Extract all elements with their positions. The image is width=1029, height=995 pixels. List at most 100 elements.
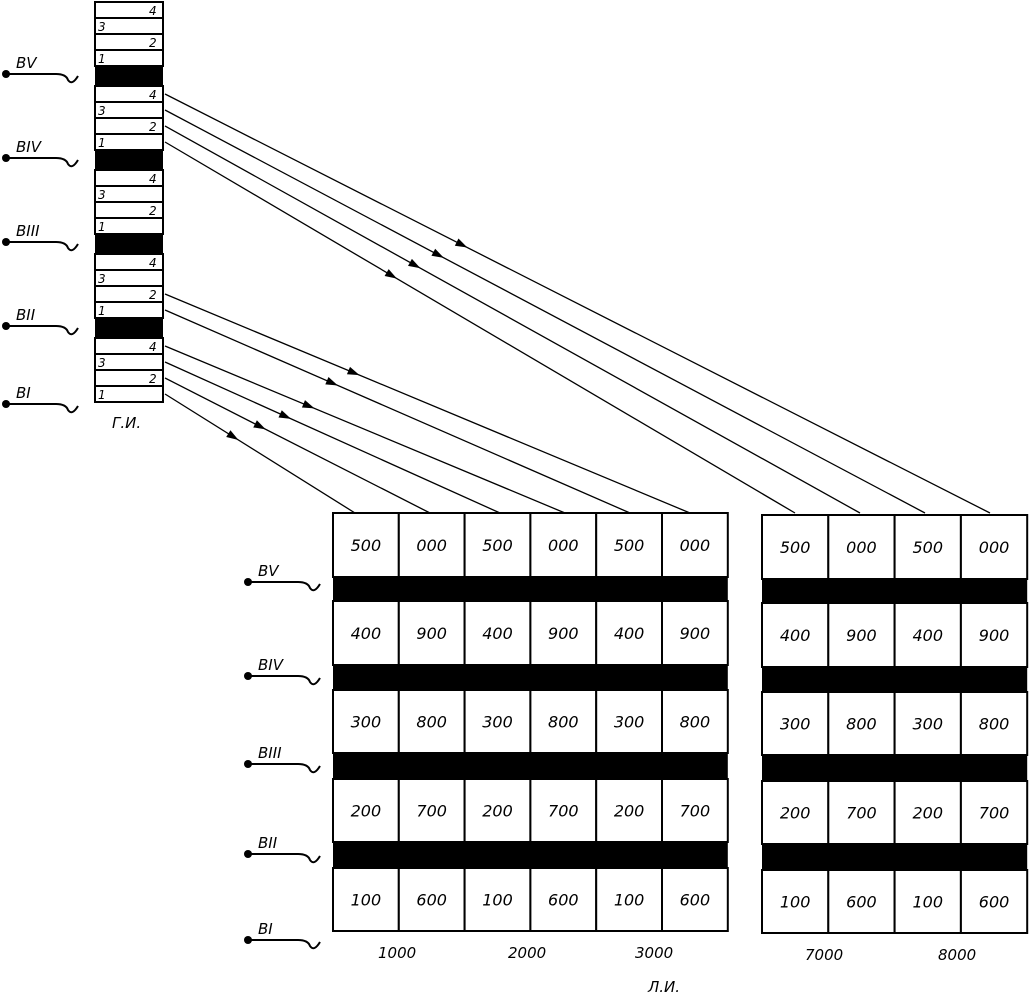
separator-bar (95, 318, 163, 338)
slot-number: 2 (149, 372, 157, 386)
cell-value: 600 (846, 893, 877, 912)
slot-number: 1 (98, 52, 106, 66)
drum-cell (595, 689, 664, 754)
thousand-label: 1000 (378, 944, 416, 962)
generator-bus-wire-icon (6, 241, 79, 252)
drum-cell (761, 514, 830, 580)
cell-value: 400 (614, 624, 645, 643)
connection-line (164, 377, 431, 514)
cell-value: 800 (416, 713, 447, 732)
generator-label: Г.И. (112, 414, 141, 432)
cell-value: 800 (979, 715, 1010, 734)
cell-value: 800 (680, 713, 711, 732)
connection-line (164, 361, 501, 514)
separator-bar (762, 755, 1028, 781)
separator-bar (333, 665, 728, 690)
cell-value: 200 (482, 802, 513, 821)
cell-value: 200 (912, 804, 943, 823)
cell-value: 300 (912, 715, 943, 734)
cell-value: 100 (614, 891, 645, 910)
slot-number: 4 (149, 340, 157, 354)
cell-value: 300 (614, 713, 645, 732)
drum-cell (529, 867, 598, 932)
slot-number: 3 (98, 20, 106, 34)
drum-bus-label: BII (258, 834, 278, 852)
cell-value: 700 (979, 804, 1010, 823)
slot-number: 2 (149, 288, 157, 302)
separator-bar (333, 753, 728, 779)
drum-cell (463, 689, 532, 754)
cell-value: 000 (416, 536, 447, 555)
drum-cell (827, 514, 896, 580)
drum-cell (661, 778, 729, 843)
drum-cell (959, 602, 1029, 668)
drum-cell (397, 778, 466, 843)
cell-value: 900 (416, 624, 447, 643)
slot-number: 3 (98, 272, 106, 286)
cell-value: 400 (482, 624, 513, 643)
slot-number: 2 (149, 120, 157, 134)
drum-bus-wire-icon (248, 763, 321, 774)
drum-bus-wire-icon (248, 939, 321, 950)
thousand-label: 8000 (938, 946, 976, 964)
connection-line (164, 393, 356, 514)
cell-value: 200 (614, 802, 645, 821)
cell-value: 700 (680, 802, 711, 821)
connection-line (164, 125, 861, 514)
line-drum-label: Л.И. (647, 978, 680, 995)
separator-bar (95, 66, 163, 86)
connection-line (164, 141, 796, 514)
drum-cell (529, 600, 598, 666)
slot-number: 4 (149, 172, 157, 186)
arrow-icon (346, 366, 360, 376)
cell-value: 900 (846, 626, 877, 645)
drum-cell (595, 867, 664, 932)
slot-number: 3 (98, 104, 106, 118)
cell-value: 900 (979, 626, 1010, 645)
thousand-label: 2000 (508, 944, 546, 962)
drum-cell (595, 778, 664, 843)
cell-value: 900 (680, 624, 711, 643)
slot-number: 4 (149, 256, 157, 270)
drum-bus-wire-icon (248, 581, 321, 592)
cell-value: 600 (680, 891, 711, 910)
drum-bus-label: BIV (258, 656, 285, 674)
drum-bus-label: BIII (258, 744, 282, 762)
drum-cell (463, 867, 532, 932)
separator-bar (333, 842, 728, 868)
cell-value: 400 (351, 624, 382, 643)
drum-cell (761, 691, 830, 756)
drum-bus-wire-icon (248, 675, 321, 686)
connection-line (164, 309, 631, 514)
slot-number: 2 (149, 204, 157, 218)
cell-value: 400 (912, 626, 943, 645)
slot-number: 4 (149, 88, 157, 102)
drum-cell (893, 869, 962, 934)
cell-value: 500 (351, 536, 382, 555)
generator-bus-wire-icon (6, 157, 79, 168)
drum-cell (761, 869, 830, 934)
cell-value: 200 (351, 802, 382, 821)
slot-number: 1 (98, 388, 106, 402)
cell-value: 100 (780, 893, 811, 912)
cell-value: 300 (351, 713, 382, 732)
connection-line (164, 293, 691, 514)
generator-bus-wire-icon (6, 325, 79, 336)
drum-cell (959, 691, 1029, 756)
generator-bus-label: BII (16, 306, 36, 324)
arrow-icon (301, 400, 315, 409)
separator-bar (95, 234, 163, 254)
cell-value: 700 (416, 802, 447, 821)
connection-line (164, 109, 926, 514)
arrow-icon (325, 377, 338, 386)
cell-value: 100 (351, 891, 382, 910)
drum-bus-label: BI (258, 920, 273, 938)
arrow-icon (278, 410, 292, 419)
arrow-icon (454, 238, 468, 248)
cell-value: 500 (482, 536, 513, 555)
connection-line (164, 345, 566, 514)
cell-value: 000 (846, 538, 877, 557)
